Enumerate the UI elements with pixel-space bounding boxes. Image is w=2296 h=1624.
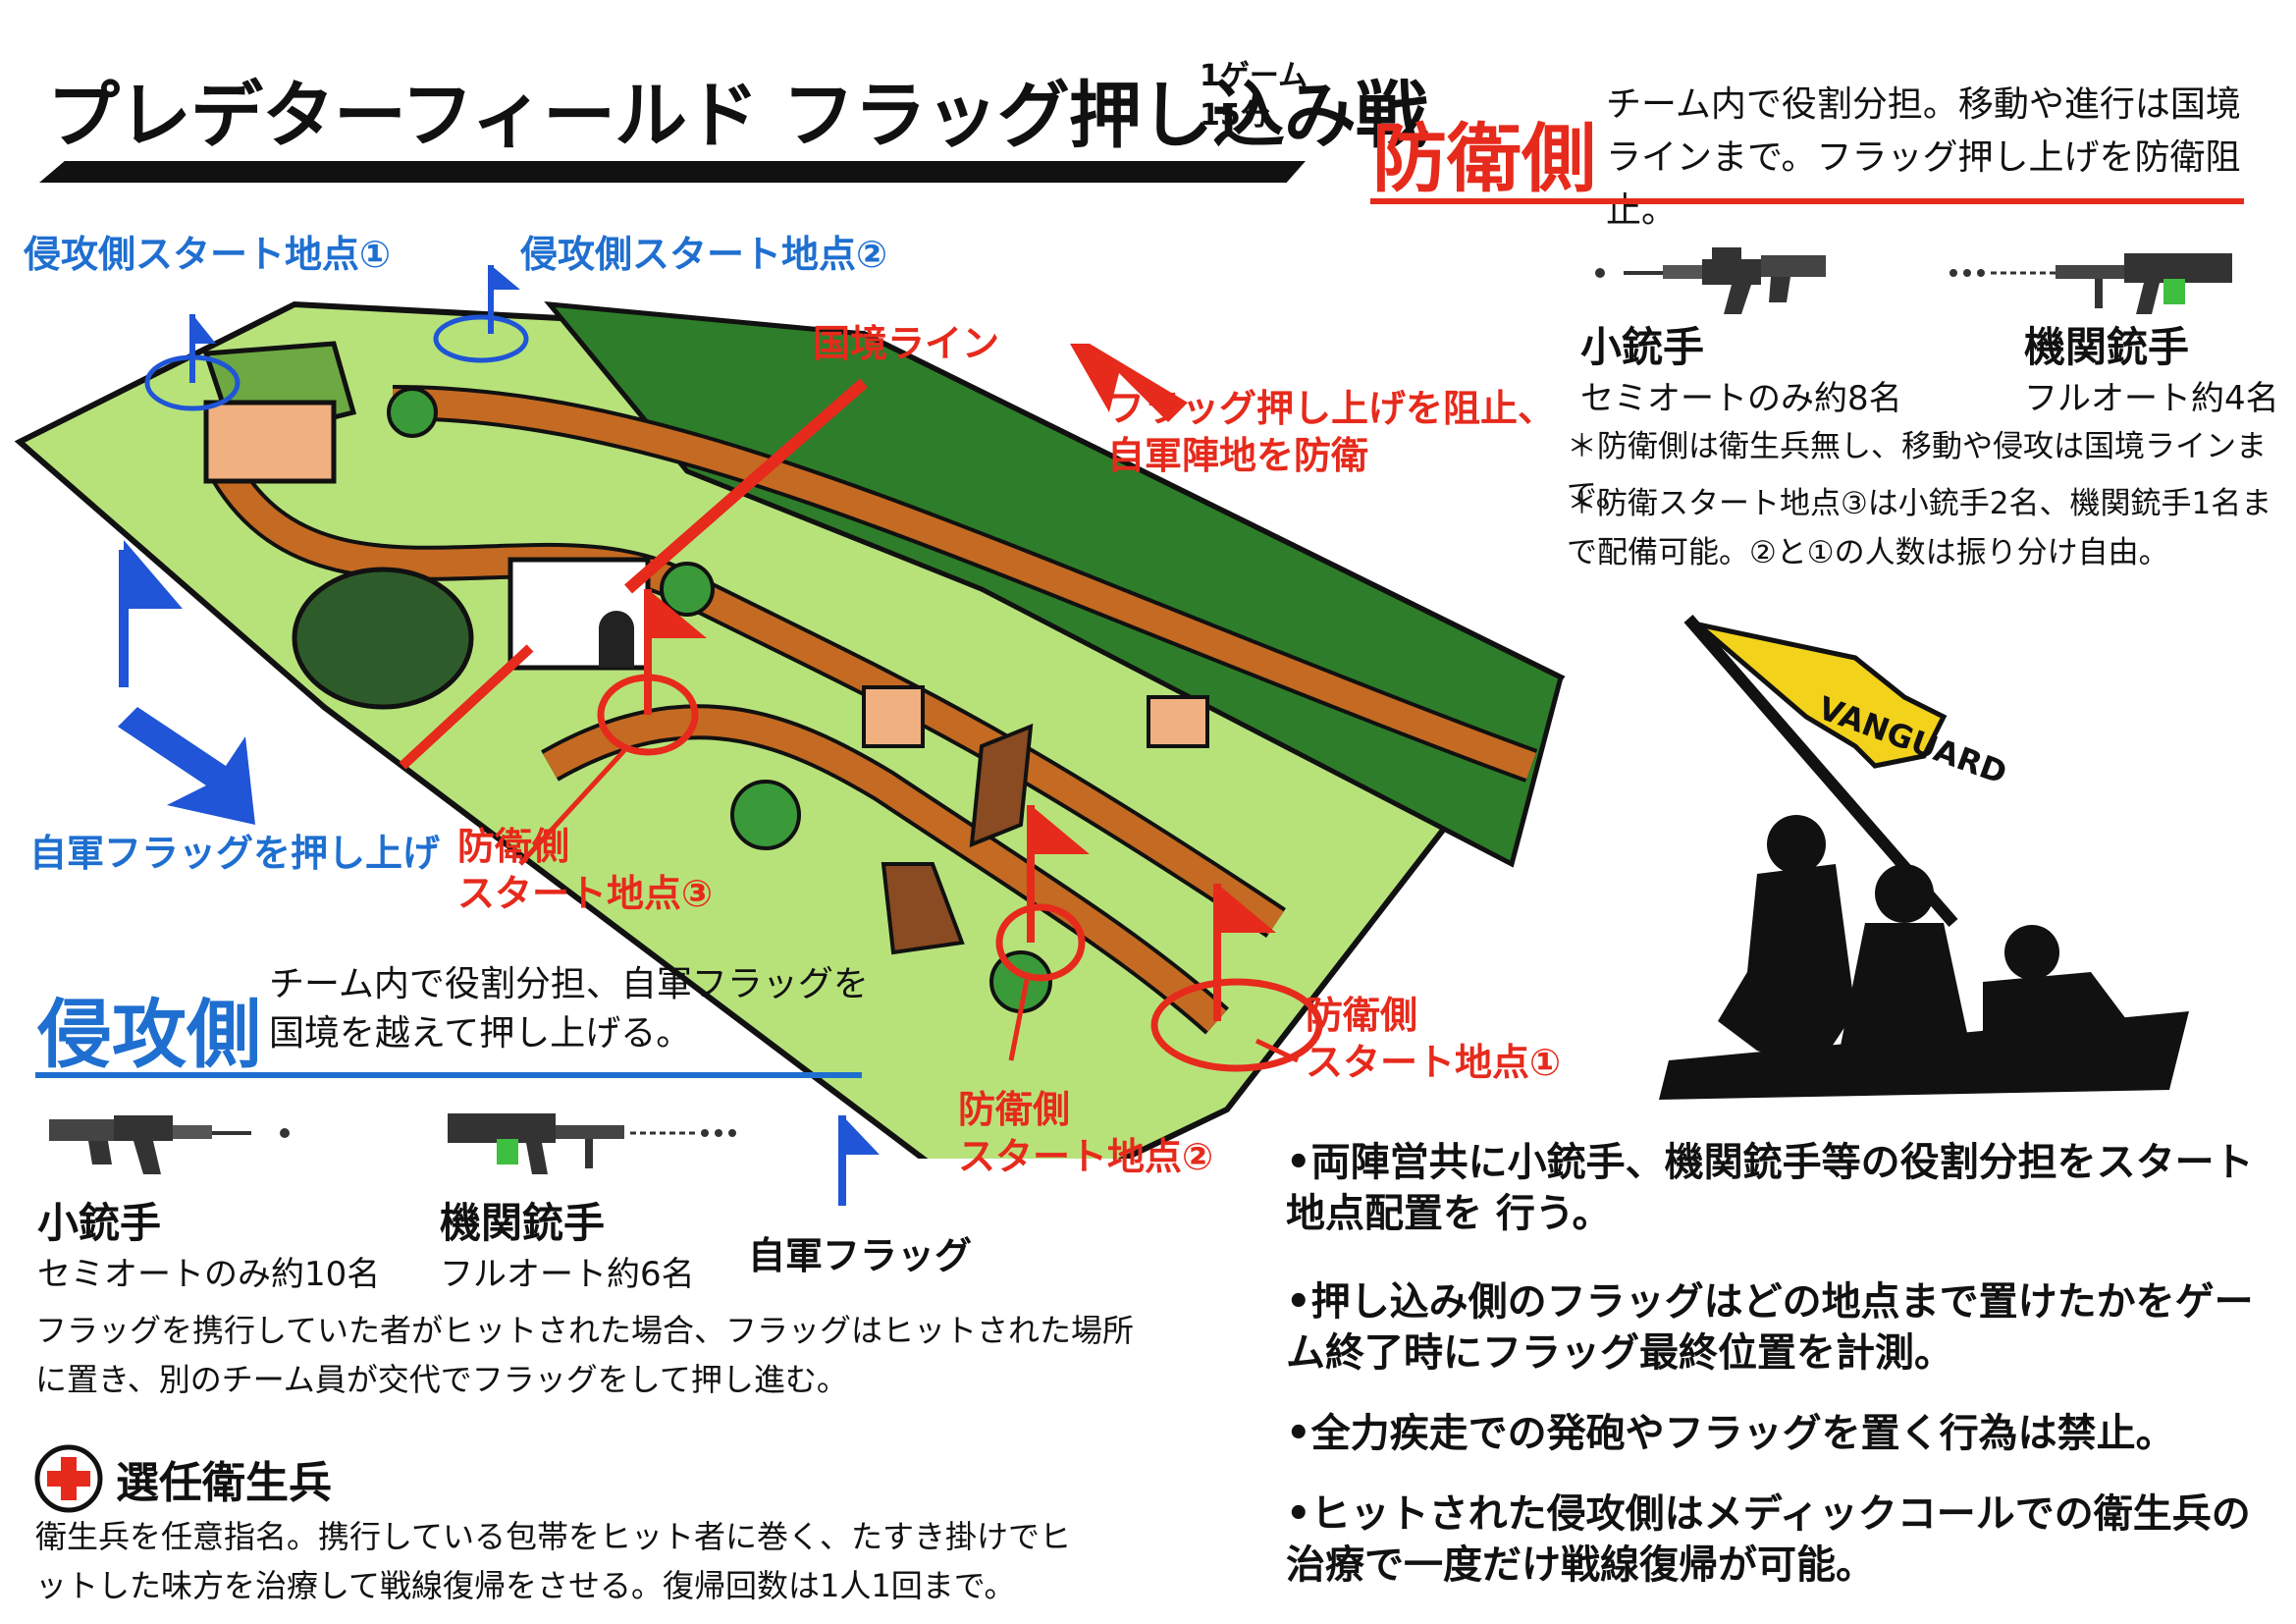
field-map: [14, 265, 1566, 1159]
defense-rifleman-name: 小銃手: [1580, 323, 1705, 371]
defense-heading: 防衛側: [1372, 115, 1596, 202]
rule-3: •全力疾走での発砲やフラッグを置く行為は禁止。: [1286, 1411, 2175, 1456]
title-underline: [39, 161, 1306, 183]
defense-mg-desc: フルオート約4名: [2024, 379, 2279, 418]
rifle-icon: [49, 1115, 290, 1174]
medical-cross-icon: [34, 1444, 103, 1513]
label-attack-start-2: 侵攻側スタート地点②: [520, 233, 888, 276]
rule-4: •ヒットされた侵攻側はメディックコールでの衛生兵の治療で一度だけ戦線復帰が可能。: [1286, 1491, 2251, 1588]
flag-note: フラッグを携行していた者がヒットされた場合、フラッグはヒットされた場所に置き、別…: [35, 1312, 1135, 1398]
label-attack-start-1: 侵攻側スタート地点①: [24, 233, 392, 276]
rule-2: •押し込み側のフラッグはどの地点まで置けたかをゲーム終了時にフラッグ最終位置を計…: [1286, 1279, 2254, 1376]
machine-gun-icon: [1949, 253, 2232, 314]
rule-1: •両陣営共に小銃手、機関銃手等の役割分担をスタート地点配置を 行う。: [1286, 1140, 2254, 1236]
flag-label: 自軍フラッグ: [748, 1234, 973, 1277]
attack-heading: 侵攻側: [37, 991, 261, 1078]
attack-description: チーム内で役割分担、自軍フラッグを国境を越えて押し上げる。: [269, 964, 869, 1054]
defense-note-1: ＊防衛側は衛生兵無し、移動や侵攻は国境ラインまで。: [1567, 429, 2267, 514]
defense-mg-name: 機関銃手: [2024, 323, 2190, 371]
rifle-icon: [1595, 247, 1826, 314]
flag-icon: [838, 1115, 880, 1206]
defense-description: チーム内で役割分担。移動や進行は国境ラインまで。フラッグ押し上げを防衛阻止。: [1606, 84, 2241, 231]
defense-note-2: ＊防衛スタート地点③は小銃手2名、機関銃手1名まで配備可能。②と①の人数は振り分…: [1567, 486, 2272, 570]
banner: [1696, 622, 1948, 769]
game-duration: 1ゲーム 15分: [1200, 59, 1308, 133]
soldiers-flag-silhouette: VANGUARD: [1659, 615, 2189, 1100]
defense-rifleman-desc: セミオートのみ約8名: [1580, 379, 1902, 418]
attack-mg-desc: フルオート約6名: [440, 1255, 695, 1294]
label-def-start-1: 防衛側 スタート地点①: [1306, 994, 1562, 1084]
label-push-flag: 自軍フラッグを押し上げ: [29, 832, 441, 875]
medic-description: 衛生兵を任意指名。携行している包帯をヒット者に巻く、たすき掛けでヒットした味方を…: [35, 1518, 1072, 1604]
attack-rifleman-desc: セミオートのみ約10名: [37, 1255, 381, 1294]
label-def-start-3: 防衛側 スタート地点③: [457, 825, 714, 915]
page-title: プレデターフィールド フラッグ押し込み戦: [47, 74, 1428, 158]
medic-heading: 選任衛生兵: [116, 1458, 332, 1508]
attack-mg-name: 機関銃手: [440, 1199, 606, 1247]
defense-underline: [1370, 198, 2244, 204]
label-border-line: 国境ライン: [813, 322, 1000, 365]
label-block-flag: フラッグ押し上げを阻止、 自軍陣地を防衛: [1107, 387, 1556, 477]
label-def-start-2: 防衛側 スタート地点②: [958, 1088, 1214, 1178]
attack-underline: [35, 1072, 862, 1078]
attack-rifleman-name: 小銃手: [37, 1199, 162, 1247]
machine-gun-icon: [448, 1113, 736, 1174]
